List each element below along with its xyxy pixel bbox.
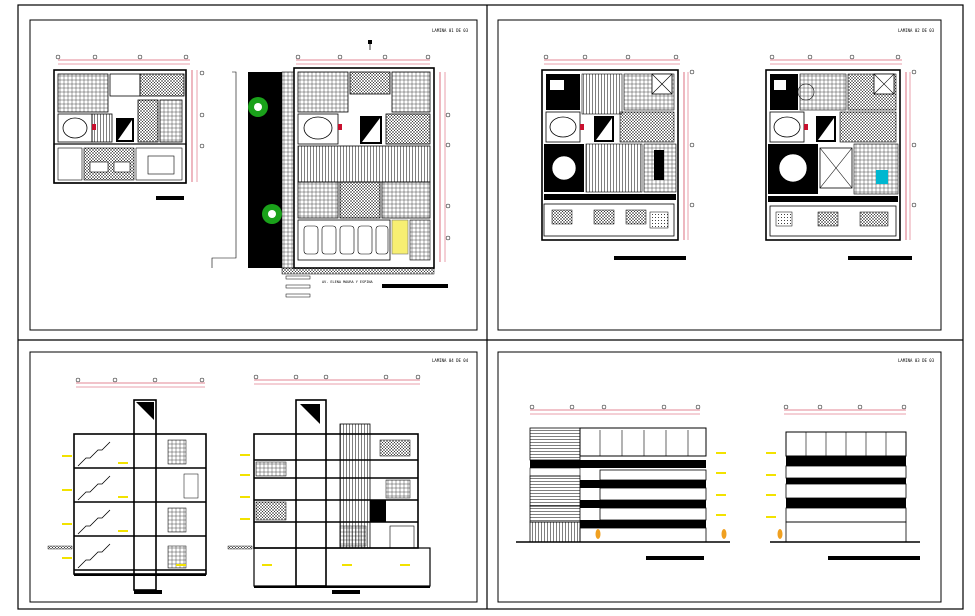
grid-bubble-icon [543, 54, 549, 60]
sheet-code-label: LAMINA 03 DE 03 [898, 358, 935, 363]
person-figure-icon [595, 529, 601, 539]
grid-bubble-icon [895, 54, 901, 60]
north-arrow-icon [368, 40, 372, 50]
plan-title-bar [848, 256, 912, 260]
grid-bubble-icon [911, 69, 917, 75]
grid-bubble-icon [152, 377, 158, 383]
sheet-border [29, 19, 478, 331]
grid-bubble-icon [807, 54, 813, 60]
tree-icon [262, 204, 282, 224]
plan-title-bar [134, 590, 162, 594]
grid-bubble-icon [425, 54, 431, 60]
plan-title-bar [614, 256, 686, 260]
grid-bubble-icon [625, 54, 631, 60]
grid-bubble-icon [382, 54, 388, 60]
plan-title-bar [382, 284, 448, 288]
grid-bubble-icon [769, 54, 775, 60]
grid-bubble-icon [199, 112, 205, 118]
sheet-code-label: LAMINA 02 DE 03 [898, 28, 935, 33]
grid-bubble-icon [689, 69, 695, 75]
elevation-front [516, 404, 730, 560]
sheet-code-label: LAMINA 04 DE 04 [432, 358, 469, 363]
person-figure-icon [721, 529, 727, 539]
grid-bubble-icon [689, 202, 695, 208]
sheet-plans-upper: LAMINA 02 DE 03 [497, 19, 942, 331]
grid-bubble-icon [199, 377, 205, 383]
grid-bubble-icon [295, 54, 301, 60]
sheet-elevations: LAMINA 03 DE 03 [497, 351, 942, 603]
floor-plan-c [765, 54, 917, 260]
floor-plan-a [53, 54, 205, 200]
grid-bubble-icon [137, 54, 143, 60]
person-figure-icon [777, 529, 783, 539]
parking-area [297, 219, 391, 261]
floor-plan-b [541, 54, 695, 260]
plan-title-bar [332, 590, 360, 594]
grid-bubble-icon [689, 142, 695, 148]
grid-bubble-icon [529, 404, 535, 410]
tree-icon [248, 97, 268, 117]
grid-bubble-icon [817, 404, 823, 410]
plan-title-bar [646, 556, 704, 560]
grid-bubble-icon [911, 202, 917, 208]
grid-bubble-icon [415, 374, 421, 380]
sheet-border [29, 351, 478, 603]
sheet-plans-ground: LAMINA 01 DE 03 [29, 19, 478, 331]
grid-bubble-icon [673, 54, 679, 60]
grid-bubble-icon [445, 235, 451, 241]
sheet-sections: LAMINA 04 DE 04 [29, 351, 478, 603]
street-label: AV. ELENA MAURA Y ESPINA [322, 280, 373, 284]
grid-bubble-icon [293, 374, 299, 380]
plan-title-bar [156, 196, 184, 200]
grid-bubble-icon [911, 142, 917, 148]
grid-bubble-icon [55, 54, 61, 60]
grid-bubble-icon [199, 70, 205, 76]
sheet-border [497, 19, 942, 331]
accent-blue-fixture [876, 170, 888, 184]
grid-bubble-icon [445, 112, 451, 118]
plan-title-bar [828, 556, 920, 560]
outer-frame [17, 4, 964, 610]
grid-bubble-icon [695, 404, 701, 410]
grid-bubble-icon [323, 374, 329, 380]
sheet-code-label: LAMINA 01 DE 03 [432, 28, 469, 33]
grid-bubble-icon [783, 404, 789, 410]
grid-bubble-icon [849, 54, 855, 60]
grid-bubble-icon [337, 54, 343, 60]
grid-bubble-icon [445, 203, 451, 209]
grid-bubble-icon [901, 404, 907, 410]
grid-bubble-icon [383, 374, 389, 380]
grid-bubble-icon [582, 54, 588, 60]
elevation-side [766, 404, 920, 560]
section-b [227, 374, 431, 594]
grid-bubble-icon [857, 404, 863, 410]
site-plan: AV. ELENA MAURA Y ESPINA [211, 40, 451, 298]
grid-bubble-icon [253, 374, 259, 380]
grid-bubble-icon [445, 142, 451, 148]
grid-bubble-icon [661, 404, 667, 410]
grid-bubble-icon [199, 143, 205, 149]
grid-bubble-icon [569, 404, 575, 410]
grid-bubble-icon [92, 54, 98, 60]
grid-bubble-icon [75, 377, 81, 383]
section-a [47, 377, 207, 594]
grid-bubble-icon [183, 54, 189, 60]
grid-bubble-icon [601, 404, 607, 410]
sheet-border [497, 351, 942, 603]
grid-bubble-icon [112, 377, 118, 383]
